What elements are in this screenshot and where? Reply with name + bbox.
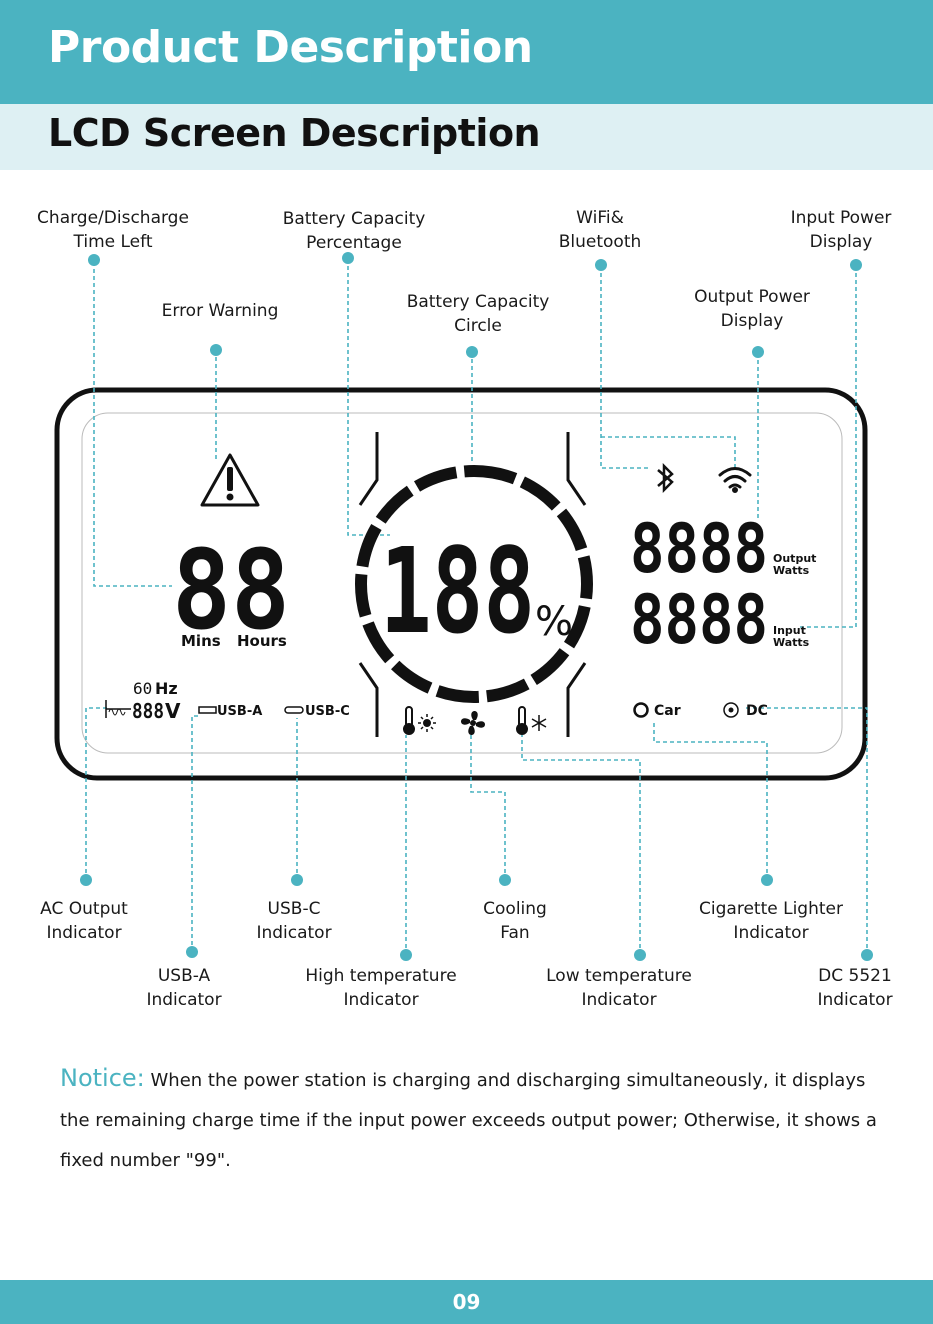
leader-low-temp [521, 735, 641, 955]
dc-label: DC [746, 703, 768, 719]
ac-output-display: 60 Hz 888 V [105, 679, 181, 723]
lcd-inner-frame [81, 412, 843, 754]
bluetooth-icon [657, 462, 674, 494]
subheader-bar [0, 104, 933, 170]
page-title: Product Description [48, 22, 533, 73]
warning-icon [200, 453, 260, 507]
cooling-fan-icon [461, 711, 485, 735]
notice-text: When the power station is charging and d… [60, 1070, 877, 1171]
output-watts-display: 8888 Output Watts [630, 510, 816, 589]
page-number: 09 [452, 1290, 481, 1314]
percent-sign: % [535, 599, 573, 645]
input-digits: 8888 [630, 581, 768, 660]
leader-fan [470, 735, 506, 880]
usb-c-label: USB-C [305, 704, 350, 719]
hz-label: Hz [155, 679, 178, 698]
ac-wave-icon [108, 708, 126, 716]
volt-digits: 888 [132, 699, 164, 723]
leader-wifi [601, 436, 736, 468]
leader-charge-time [93, 262, 172, 587]
output-digits: 8888 [630, 510, 768, 589]
notice-label: Notice: [60, 1064, 145, 1092]
time-digits: 88 [172, 526, 290, 654]
lcd-outer-frame [54, 387, 868, 781]
low-temperature-icon [516, 706, 547, 735]
section-title: LCD Screen Description [48, 111, 541, 155]
leader-lines [85, 259, 868, 955]
usb-c-icon [284, 706, 304, 714]
label-wifi-bluetooth: WiFi&Bluetooth [558, 208, 642, 252]
leader-dots [80, 252, 873, 961]
percent-display: 188 % [380, 522, 573, 660]
percent-digits: 188 [380, 522, 535, 660]
usb-a-indicator: USB-A [198, 704, 262, 719]
notice: Notice: When the power station is chargi… [60, 1058, 890, 1181]
footer-bar [0, 1280, 933, 1324]
freq-digits: 60 [133, 679, 152, 698]
hours-label: Hours [237, 632, 287, 650]
high-temperature-icon [403, 706, 436, 735]
wifi-icon [718, 467, 752, 493]
output-label-2: Watts [773, 564, 810, 577]
leader-input-power [800, 266, 857, 628]
car-label: Car [654, 703, 681, 719]
usb-a-icon [198, 706, 217, 714]
time-display: 88 Mins Hours [172, 526, 290, 654]
center-dividers [358, 432, 587, 737]
input-watts-display: 8888 Input Watts [630, 581, 810, 660]
output-label-1: Output [773, 552, 816, 565]
input-label-2: Watts [773, 636, 810, 649]
dc-indicator: DC [723, 702, 768, 719]
car-indicator: Car [633, 702, 681, 719]
mins-label: Mins [181, 632, 221, 650]
volt-label: V [165, 699, 181, 723]
car-socket-icon [633, 702, 649, 718]
dc-socket-icon [723, 702, 739, 718]
label-error-warning: Error Warning [161, 301, 279, 321]
leader-dc [745, 707, 868, 955]
header-bar [0, 0, 933, 104]
leader-car [653, 722, 768, 880]
leader-ac [85, 707, 110, 880]
usb-a-label: USB-A [217, 704, 262, 719]
battery-circle [355, 465, 593, 703]
usb-c-indicator: USB-C [284, 704, 350, 719]
input-label-1: Input [773, 624, 806, 637]
leader-usba [191, 715, 200, 952]
leader-bluetooth [600, 266, 650, 469]
